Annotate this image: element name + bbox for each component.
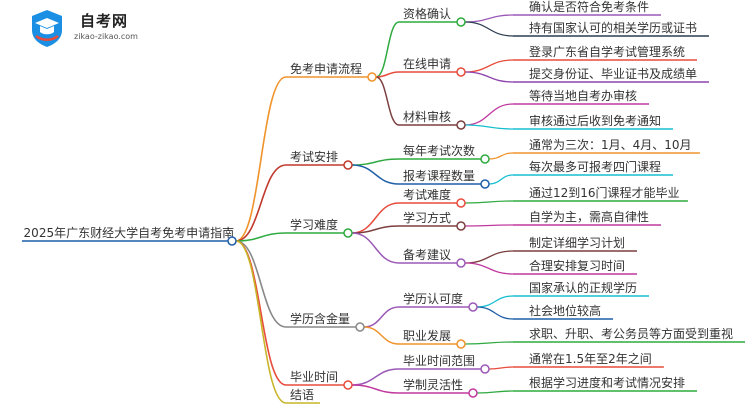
root-topic[interactable]: 2025年广东财经大学自考免考申请指南 bbox=[24, 225, 235, 240]
leaf-edge bbox=[488, 152, 514, 160]
leaf-topic[interactable]: 制定详细学习计划 bbox=[529, 235, 625, 250]
child-toggle[interactable] bbox=[456, 198, 466, 208]
leaf-edge bbox=[464, 262, 514, 275]
child-topic[interactable]: 毕业时间范围 bbox=[403, 354, 475, 368]
child-toggle[interactable] bbox=[456, 258, 466, 268]
leaf-topic[interactable]: 确认是否符合免考条件 bbox=[529, 0, 649, 14]
child-toggle[interactable] bbox=[468, 388, 478, 398]
branch-toggle[interactable] bbox=[343, 160, 353, 170]
branch-edge bbox=[235, 76, 287, 242]
leaf-edge bbox=[464, 124, 514, 130]
leaf-topic[interactable]: 通常在1.5年至2年之间 bbox=[529, 352, 652, 366]
child-edge bbox=[351, 368, 400, 386]
child-toggle[interactable] bbox=[480, 179, 490, 189]
leaf-topic[interactable]: 求职、升职、考公务员等方面受到重视 bbox=[529, 326, 733, 341]
child-toggle[interactable] bbox=[468, 302, 478, 312]
branch-topic[interactable]: 学历含金量 bbox=[290, 311, 350, 326]
child-topic[interactable]: 职业发展 bbox=[403, 328, 451, 343]
leaf-edge bbox=[476, 390, 514, 394]
child-toggle[interactable] bbox=[456, 17, 466, 27]
leaf-topic[interactable]: 合理安排复习时间 bbox=[529, 258, 625, 273]
child-topic[interactable]: 备考建议 bbox=[403, 248, 451, 262]
branch-edge bbox=[235, 164, 287, 242]
leaf-topic[interactable]: 自学为主，需高自律性 bbox=[529, 209, 649, 224]
leaf-topic[interactable]: 持有国家认可的相关学历或证书 bbox=[529, 20, 697, 35]
child-edge bbox=[351, 225, 400, 234]
root-toggle[interactable] bbox=[227, 236, 237, 246]
child-topic[interactable]: 报考课程数量 bbox=[403, 168, 475, 183]
leaf-edge bbox=[464, 59, 514, 73]
mindmap-nodes: 2025年广东财经大学自考免考申请指南 免考申请流程 资格确认 确认是否符合免考条件持… bbox=[24, 0, 733, 402]
child-topic[interactable]: 学制灵活性 bbox=[403, 377, 463, 392]
leaf-edge bbox=[464, 21, 514, 37]
child-edge bbox=[351, 158, 400, 166]
mindmap-edges bbox=[22, 14, 745, 404]
leaf-edge bbox=[476, 295, 514, 308]
branch-edge bbox=[235, 232, 287, 242]
leaf-edge bbox=[464, 224, 514, 227]
leaf-topic[interactable]: 提交身份证、毕业证书及成绩单 bbox=[529, 66, 697, 81]
branch-topic[interactable]: 学习难度 bbox=[290, 217, 338, 232]
leaf-topic[interactable]: 国家承认的正规学历 bbox=[529, 280, 637, 295]
leaf-topic[interactable]: 等待当地自考办审核 bbox=[529, 88, 637, 103]
leaf-edge bbox=[488, 174, 514, 185]
leaf-topic[interactable]: 社会地位较高 bbox=[529, 303, 601, 318]
child-toggle[interactable] bbox=[456, 67, 466, 77]
leaf-edge bbox=[464, 103, 514, 126]
branch-topic[interactable]: 考试安排 bbox=[290, 149, 338, 164]
leaf-edge bbox=[464, 200, 514, 204]
child-topic[interactable]: 在线申请 bbox=[403, 57, 451, 71]
site-logo[interactable]: 自考网 zikao-zikao.com bbox=[22, 6, 152, 50]
branch-toggle[interactable] bbox=[355, 322, 365, 332]
child-edge bbox=[375, 21, 400, 78]
child-edge bbox=[363, 306, 400, 328]
child-topic[interactable]: 材料审核 bbox=[403, 109, 451, 124]
child-edge bbox=[375, 71, 400, 78]
leaf-edge bbox=[464, 14, 514, 23]
child-topic[interactable]: 资格确认 bbox=[403, 6, 451, 21]
child-toggle[interactable] bbox=[456, 120, 466, 130]
branch-toggle[interactable] bbox=[343, 228, 353, 238]
child-toggle[interactable] bbox=[456, 221, 466, 231]
branch-toggle[interactable] bbox=[367, 72, 377, 82]
leaf-edge bbox=[464, 71, 514, 83]
child-topic[interactable]: 考试难度 bbox=[403, 187, 451, 202]
logo-title: 自考网 bbox=[80, 12, 129, 30]
graduation-cap-icon bbox=[32, 10, 62, 47]
child-edge bbox=[363, 326, 400, 345]
branch-topic[interactable]: 毕业时间 bbox=[290, 370, 338, 384]
leaf-topic[interactable]: 登录广东省自学考试管理系统 bbox=[529, 44, 685, 59]
child-topic[interactable]: 学历认可度 bbox=[403, 291, 463, 306]
branch-toggle[interactable] bbox=[343, 380, 353, 390]
leaf-edge bbox=[488, 366, 514, 370]
branch-edge bbox=[235, 240, 287, 386]
child-topic[interactable]: 每年考试次数 bbox=[403, 143, 475, 158]
child-edge bbox=[351, 232, 400, 264]
leaf-edge bbox=[464, 250, 514, 264]
child-edge bbox=[375, 76, 400, 126]
branch-edge bbox=[235, 240, 287, 328]
child-edge bbox=[351, 202, 400, 234]
child-edge bbox=[351, 164, 400, 185]
leaf-edge bbox=[476, 306, 514, 320]
logo-subtitle: zikao-zikao.com bbox=[74, 32, 138, 41]
leaf-edge bbox=[464, 341, 514, 345]
branch-topic[interactable]: 结语 bbox=[290, 388, 314, 402]
branch-topic[interactable]: 免考申请流程 bbox=[290, 61, 362, 76]
leaf-topic[interactable]: 审核通过后收到免考通知 bbox=[529, 113, 661, 128]
child-edge bbox=[351, 384, 400, 394]
leaf-topic[interactable]: 通常为三次：1月、4月、10月 bbox=[529, 138, 692, 152]
leaf-topic[interactable]: 通过12到16门课程才能毕业 bbox=[529, 185, 680, 200]
child-toggle[interactable] bbox=[456, 339, 466, 349]
child-toggle[interactable] bbox=[480, 154, 490, 164]
branch-edge bbox=[235, 240, 287, 404]
leaf-topic[interactable]: 根据学习进度和考试情况安排 bbox=[529, 375, 685, 390]
child-toggle[interactable] bbox=[480, 364, 490, 374]
child-topic[interactable]: 学习方式 bbox=[403, 210, 451, 225]
leaf-topic[interactable]: 每次最多可报考四门课程 bbox=[529, 159, 661, 174]
